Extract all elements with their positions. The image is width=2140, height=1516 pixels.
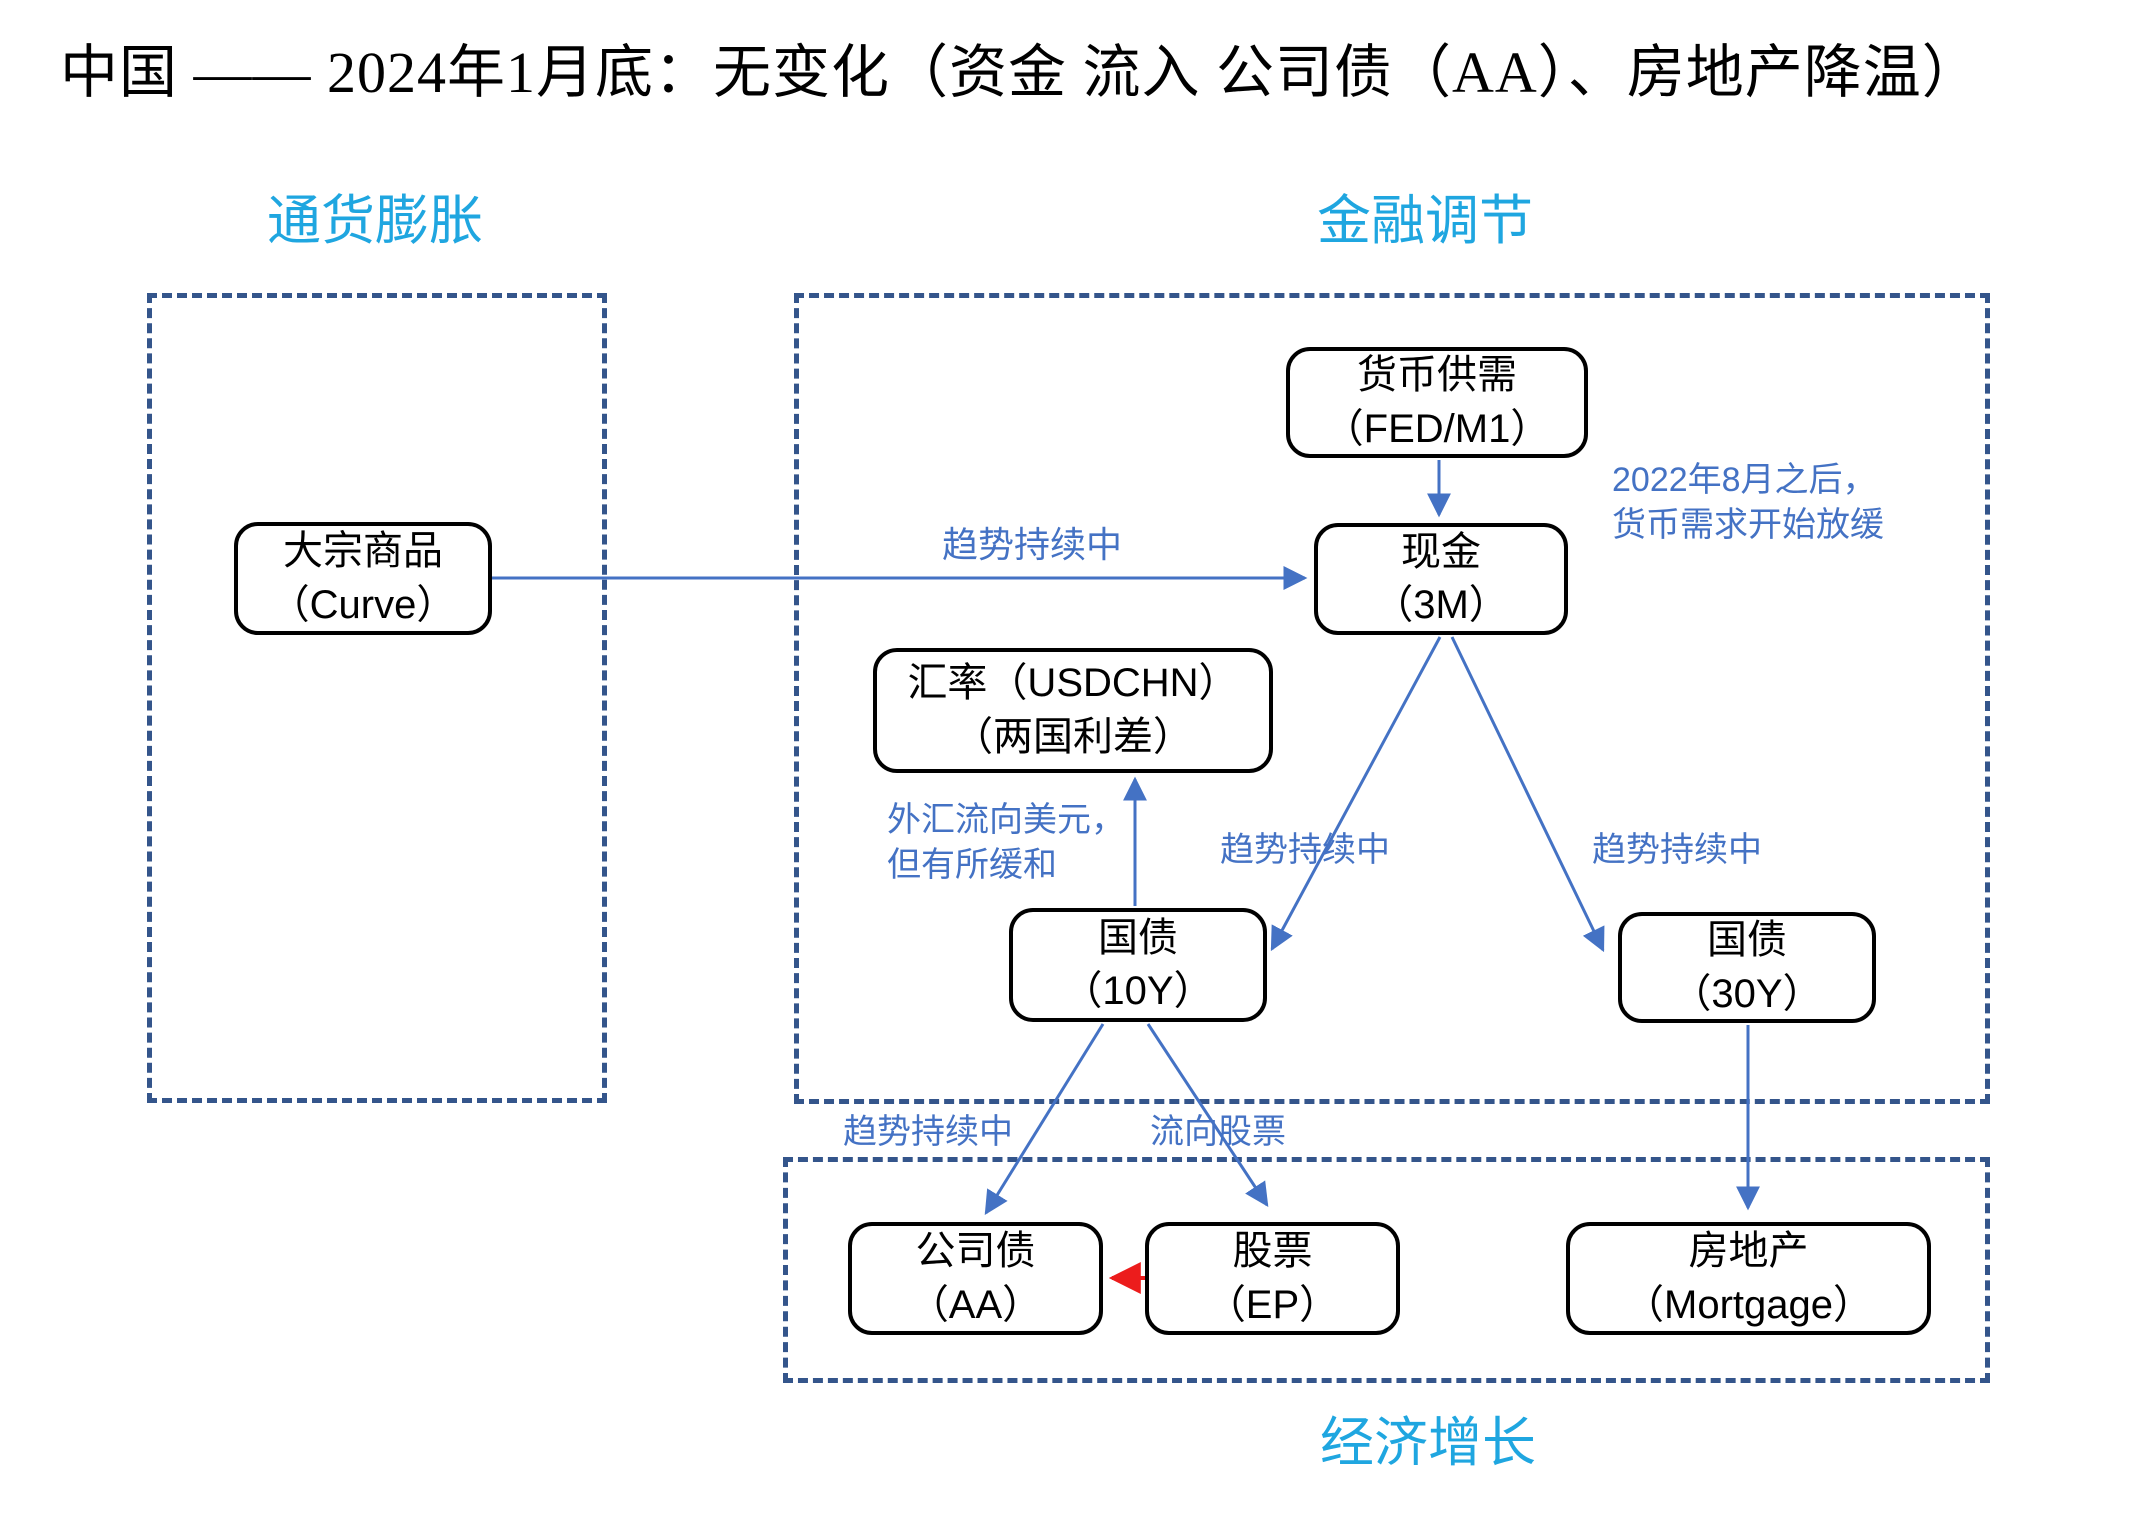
node-cash: 现金 （3M） bbox=[1314, 523, 1568, 635]
annotation-fx-flow-note-line1: 外汇流向美元， bbox=[887, 801, 1125, 839]
annotation-fx-flow-note: 外汇流向美元， 但有所缓和 bbox=[887, 798, 1125, 888]
annotation-trend-cash: 趋势持续中 bbox=[942, 524, 1123, 565]
annotation-money-demand-note-line1: 2022年8月之后， bbox=[1612, 461, 1877, 499]
annotation-money-demand-note: 2022年8月之后， 货币需求开始放缓 bbox=[1612, 458, 1884, 548]
node-money-supply: 货币供需 （FED/M1） bbox=[1286, 347, 1588, 458]
node-fx-rate-line2: （两国利差） bbox=[953, 714, 1193, 759]
section-label-growth: 经济增长 bbox=[1320, 1413, 1536, 1473]
node-money-supply-line1: 货币供需 bbox=[1357, 353, 1517, 398]
section-label-finance: 金融调节 bbox=[1317, 191, 1533, 251]
growth-dashed-box bbox=[783, 1157, 1990, 1383]
node-fx-rate: 汇率（USDCHN） （两国利差） bbox=[873, 648, 1273, 773]
node-commodity: 大宗商品 （Curve） bbox=[234, 522, 492, 635]
inflation-dashed-box bbox=[147, 293, 607, 1103]
section-label-inflation: 通货膨胀 bbox=[267, 191, 483, 251]
node-corp-bond: 公司债 （AA） bbox=[848, 1222, 1103, 1335]
page-title: 中国 —— 2024年1月底：无变化（资金 流入 公司债（AA）、房地产降温） bbox=[60, 40, 1981, 105]
annotation-trend-30y: 趋势持续中 bbox=[1592, 831, 1762, 869]
node-property-line2: （Mortgage） bbox=[1624, 1282, 1873, 1327]
node-bond-10y: 国债 （10Y） bbox=[1009, 908, 1267, 1022]
node-cash-line2: （3M） bbox=[1373, 583, 1509, 627]
annotation-trend-10y: 趋势持续中 bbox=[1220, 831, 1390, 869]
annotation-fx-flow-note-line2: 但有所缓和 bbox=[887, 846, 1057, 884]
node-property: 房地产 （Mortgage） bbox=[1566, 1222, 1931, 1335]
annotation-trend-aa: 趋势持续中 bbox=[843, 1113, 1013, 1151]
node-bond-10y-line1: 国债 bbox=[1098, 915, 1178, 960]
node-money-supply-line2: （FED/M1） bbox=[1323, 406, 1551, 451]
node-cash-line1: 现金 bbox=[1401, 529, 1481, 574]
node-bond-30y-line2: （30Y） bbox=[1671, 971, 1823, 1016]
node-property-line1: 房地产 bbox=[1688, 1229, 1809, 1274]
node-bond-10y-line2: （10Y） bbox=[1062, 969, 1214, 1013]
node-commodity-line2: （Curve） bbox=[269, 582, 457, 627]
node-bond-30y-line1: 国债 bbox=[1707, 918, 1787, 963]
node-corp-bond-line1: 公司债 bbox=[915, 1229, 1036, 1274]
finance-dashed-box bbox=[794, 293, 1990, 1104]
annotation-flow-to-equity: 流向股票 bbox=[1150, 1113, 1286, 1151]
node-equity: 股票 （EP） bbox=[1145, 1222, 1400, 1335]
node-bond-30y: 国债 （30Y） bbox=[1618, 912, 1876, 1023]
node-fx-rate-line1: 汇率（USDCHN） bbox=[907, 661, 1239, 706]
node-equity-line1: 股票 bbox=[1232, 1229, 1313, 1274]
node-corp-bond-line2: （AA） bbox=[908, 1282, 1043, 1327]
node-commodity-line1: 大宗商品 bbox=[283, 529, 443, 574]
annotation-money-demand-note-line2: 货币需求开始放缓 bbox=[1612, 506, 1884, 544]
node-equity-line2: （EP） bbox=[1205, 1282, 1340, 1327]
